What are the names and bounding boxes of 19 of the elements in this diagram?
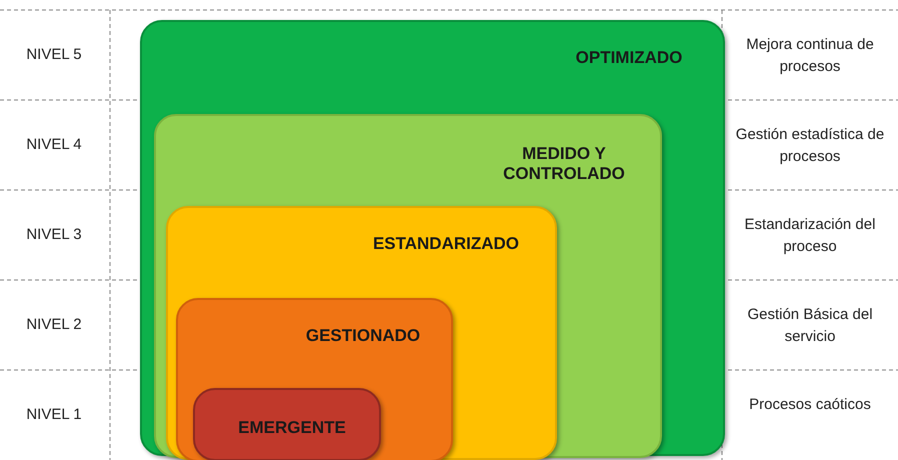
level-box <box>166 206 557 460</box>
level-description: Estandarización del proceso <box>744 215 876 257</box>
level-label: NIVEL 3 <box>25 226 83 243</box>
level-box <box>193 388 381 460</box>
level-title: MEDIDO Y CONTROLADO <box>502 144 626 184</box>
level-description: Procesos caóticos <box>748 395 872 415</box>
level-label: NIVEL 5 <box>25 46 83 63</box>
level-title: EMERGENTE <box>237 418 347 438</box>
level-box <box>176 298 453 460</box>
level-description: Gestión Básica del servicio <box>746 305 874 347</box>
level-description: Gestión estadística de procesos <box>734 125 886 167</box>
level-title: GESTIONADO <box>304 326 422 346</box>
level-label: NIVEL 2 <box>25 316 83 333</box>
level-label: NIVEL 4 <box>25 136 83 153</box>
level-description: Mejora continua de procesos <box>745 35 875 77</box>
level-title: OPTIMIZADO <box>574 48 684 68</box>
level-box <box>154 114 662 458</box>
level-title: ESTANDARIZADO <box>372 234 520 254</box>
level-label: NIVEL 1 <box>25 406 83 423</box>
